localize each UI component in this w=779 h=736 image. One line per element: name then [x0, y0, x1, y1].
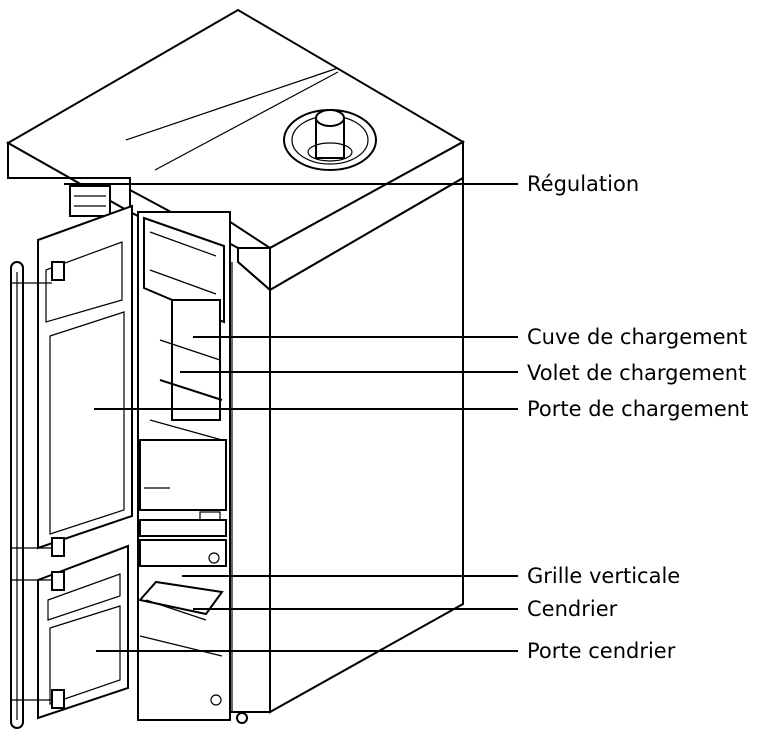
vertical-grate — [139, 519, 227, 567]
label-volet: Volet de chargement — [527, 361, 746, 385]
flue-outlet — [283, 109, 377, 171]
label-porte-cendrier: Porte cendrier — [527, 639, 676, 663]
label-cuve: Cuve de chargement — [527, 325, 747, 349]
label-regulation: Régulation — [527, 172, 639, 196]
ash-pan — [138, 580, 224, 657]
leader-lines — [64, 183, 518, 652]
label-cendrier: Cendrier — [527, 597, 618, 621]
boiler-illustration — [5, 8, 466, 729]
ash-door — [37, 544, 129, 720]
label-porte-chargement: Porte de chargement — [527, 397, 748, 421]
label-grille: Grille verticale — [527, 564, 680, 588]
callout-labels: Régulation Cuve de chargement Volet de c… — [527, 172, 748, 663]
loading-chamber — [171, 299, 221, 421]
loading-door — [37, 204, 133, 557]
regulation-panel — [69, 185, 111, 217]
